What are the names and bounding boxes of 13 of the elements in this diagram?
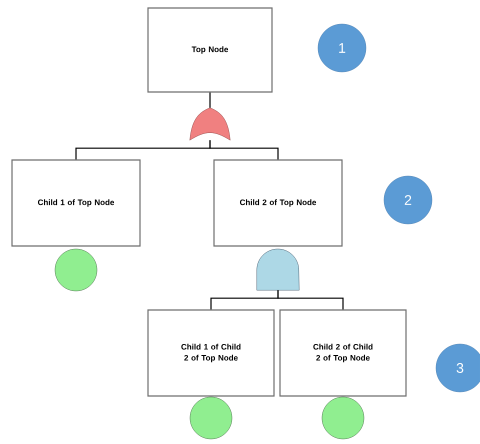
event-box: Top Node bbox=[147, 7, 273, 93]
event-box: Child 2 of Child 2 of Top Node bbox=[279, 309, 407, 397]
basic-event-circle bbox=[322, 396, 364, 440]
connector-line bbox=[209, 92, 211, 108]
or-gate bbox=[190, 108, 230, 140]
event-box: Child 1 of Child 2 of Top Node bbox=[147, 309, 275, 397]
basic-event-circle bbox=[190, 396, 232, 440]
event-box: Child 1 of Top Node bbox=[11, 159, 141, 247]
basic-event-circle bbox=[54, 248, 98, 292]
connector-line bbox=[209, 140, 279, 160]
and-gate bbox=[256, 248, 300, 290]
connector-line bbox=[277, 290, 344, 310]
event-box: Child 2 of Top Node bbox=[213, 159, 343, 247]
